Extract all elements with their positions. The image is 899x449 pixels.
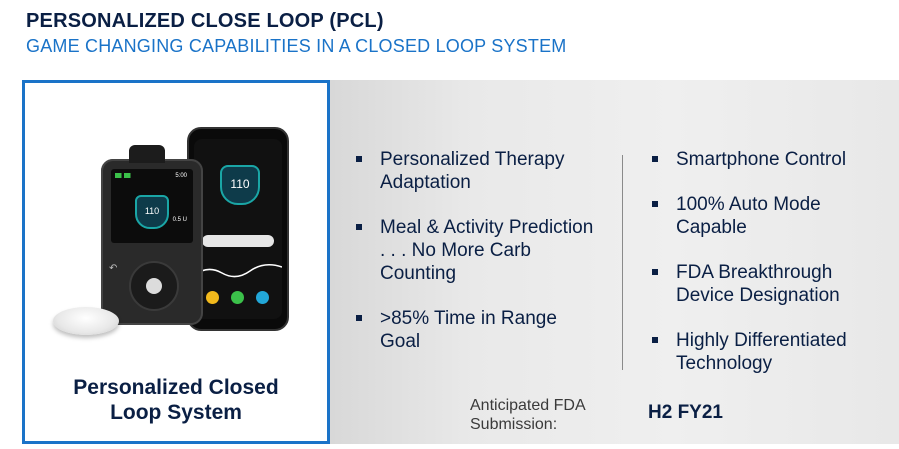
fda-label-line2: Submission:	[470, 416, 558, 433]
fda-submission-label: Anticipated FDA Submission:	[470, 396, 586, 434]
pump-screen: 5:00 110 0.5 U	[111, 169, 193, 243]
product-box: 110 5:00 110 0.5 U ↶ Personalized Closed…	[22, 80, 330, 444]
smartphone-illustration: 110	[187, 127, 289, 331]
meal-button-icon	[206, 291, 219, 304]
phone-message-bubble	[202, 235, 274, 247]
bullet-square-icon	[652, 156, 658, 162]
bullet-square-icon	[652, 337, 658, 343]
product-caption: Personalized Closed Loop System	[25, 375, 327, 425]
bullet-square-icon	[356, 156, 362, 162]
column-divider	[622, 155, 623, 370]
back-arrow-icon: ↶	[109, 263, 118, 274]
slide-subtitle: GAME CHANGING CAPABILITIES IN A CLOSED L…	[26, 36, 567, 56]
phone-glucose-shield-icon: 110	[220, 165, 260, 205]
phone-screen: 110	[194, 139, 282, 319]
pump-insulin-value: 0.5 U	[172, 217, 187, 223]
phone-glucose-trend-icon	[194, 264, 282, 278]
feature-item: Personalized Therapy Adaptation	[352, 148, 602, 194]
pump-center-button	[146, 278, 162, 294]
feature-item: 100% Auto Mode Capable	[648, 193, 893, 239]
pump-glucose-shield-icon: 110	[135, 195, 169, 229]
bullet-square-icon	[356, 315, 362, 321]
features-right-list: Smartphone Control 100% Auto Mode Capabl…	[648, 148, 893, 397]
feature-item: Meal & Activity Prediction . . . No More…	[352, 216, 602, 285]
bullet-square-icon	[652, 269, 658, 275]
feature-item: >85% Time in Range Goal	[352, 307, 602, 353]
features-left-list: Personalized Therapy Adaptation Meal & A…	[352, 148, 602, 375]
product-caption-line1: Personalized Closed	[73, 376, 279, 399]
bullet-square-icon	[356, 224, 362, 230]
features-panel	[330, 80, 899, 444]
pump-status-icons	[115, 173, 137, 178]
product-caption-line2: Loop System	[110, 401, 242, 424]
slide-title: PERSONALIZED CLOSE LOOP (PCL)	[26, 10, 384, 32]
pump-clip	[129, 145, 165, 163]
feature-item: Highly Differentiated Technology	[648, 329, 893, 375]
feature-item: Smartphone Control	[648, 148, 893, 171]
fda-submission-value: H2 FY21	[648, 402, 723, 423]
feature-item: FDA Breakthrough Device Designation	[648, 261, 893, 307]
fda-label-line1: Anticipated FDA	[470, 397, 586, 414]
insulin-pump-illustration: 5:00 110 0.5 U ↶	[101, 145, 203, 325]
exercise-button-icon	[231, 291, 244, 304]
pump-dpad-icon	[129, 261, 179, 311]
pump-time: 5:00	[175, 173, 187, 179]
bullet-square-icon	[652, 201, 658, 207]
help-button-icon	[256, 291, 269, 304]
sensor-illustration	[53, 307, 119, 335]
